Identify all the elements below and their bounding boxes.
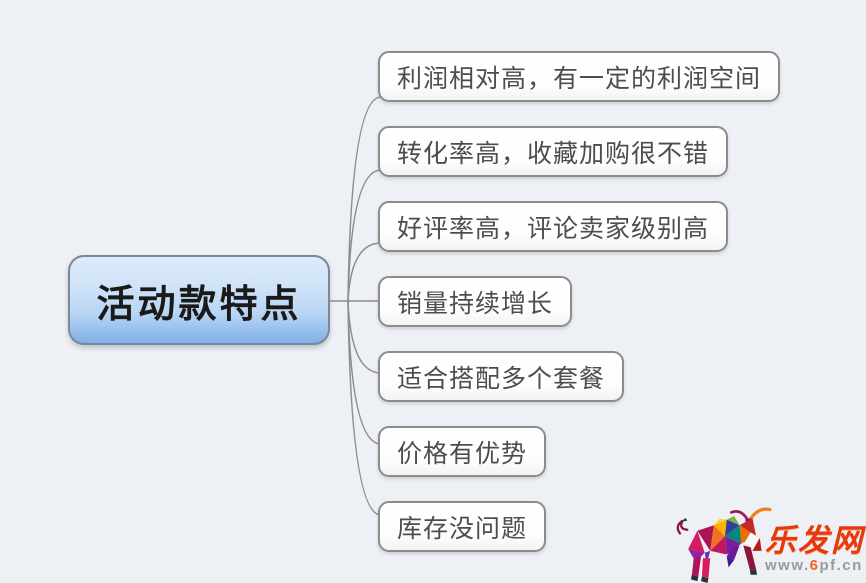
branch-node-label: 价格有优势 xyxy=(397,439,528,468)
branch-node-label: 库存没问题 xyxy=(397,514,528,543)
branch-node-label: 销量持续增长 xyxy=(397,289,554,318)
watermark-text: 乐发网 www.6pf.cn xyxy=(765,525,864,575)
branch-node[interactable]: 好评率高，评论卖家级别高 xyxy=(378,201,729,252)
watermark: 乐发网 www.6pf.cn xyxy=(673,505,864,583)
watermark-url[interactable]: www.6pf.cn xyxy=(765,557,864,575)
root-node-label: 活动款特点 xyxy=(96,283,302,326)
watermark-url-highlight: 6 xyxy=(809,557,820,574)
branch-node[interactable]: 库存没问题 xyxy=(378,501,547,552)
branch-node[interactable]: 利润相对高，有一定的利润空间 xyxy=(378,51,781,102)
branch-node[interactable]: 销量持续增长 xyxy=(378,276,573,327)
branch-node-label: 适合搭配多个套餐 xyxy=(397,364,606,393)
branch-node[interactable]: 适合搭配多个套餐 xyxy=(378,351,625,402)
watermark-site-name: 乐发网 xyxy=(765,523,864,558)
branch-node[interactable]: 价格有优势 xyxy=(378,426,547,477)
branch-node-label: 利润相对高，有一定的利润空间 xyxy=(397,64,762,93)
bull-logo-icon xyxy=(676,507,772,583)
root-node[interactable]: 活动款特点 xyxy=(68,255,330,345)
branch-node-label: 好评率高，评论卖家级别高 xyxy=(397,214,710,243)
branch-node-label: 转化率高，收藏加购很不错 xyxy=(397,139,710,168)
watermark-url-suffix: pf.cn xyxy=(819,557,863,574)
branch-node[interactable]: 转化率高，收藏加购很不错 xyxy=(378,126,729,177)
watermark-url-prefix: www. xyxy=(765,557,810,574)
